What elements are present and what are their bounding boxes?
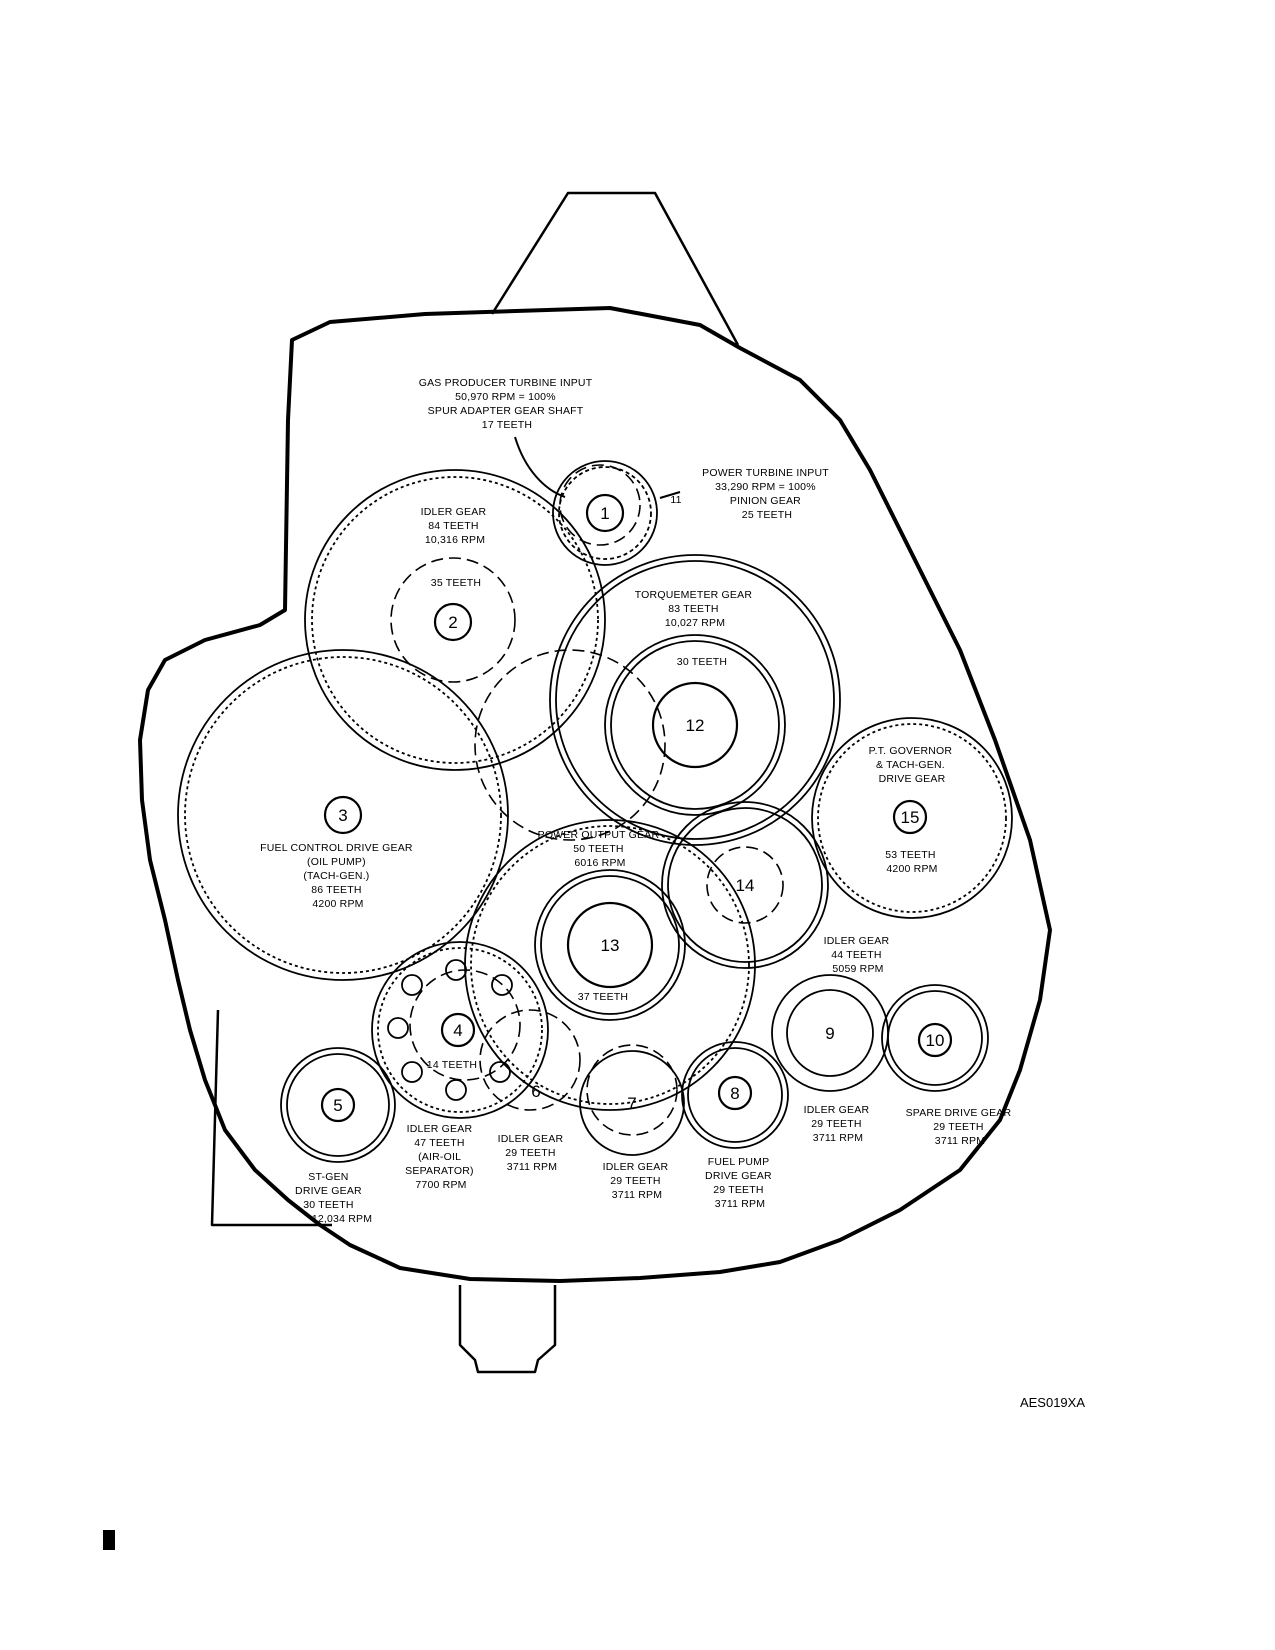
gearbox-case (138, 306, 1052, 1283)
label-power-turbine: POWER TURBINE INPUT 33,290 RPM = 100% PI… (702, 467, 832, 521)
gear-number-6: 6 (531, 1082, 540, 1101)
gear-3-fuel-control-teeth (184, 656, 502, 974)
gear-number-2: 2 (448, 613, 457, 632)
gear-14-dashed-ring (706, 846, 784, 924)
gear-6-dashed (479, 1009, 581, 1111)
gear-4-air-oil-teeth (377, 947, 543, 1113)
label-idler-44: IDLER GEAR 44 TEETH 5059 RPM (824, 935, 893, 975)
gear-2-idler-teeth (311, 476, 599, 764)
gear-4-hub (440, 1012, 476, 1048)
gear-10-spare-inner (887, 990, 983, 1086)
label-torquemeter: TORQUEMETER GEAR 83 TEETH 10,027 RPM (635, 589, 755, 629)
gear-5-hub (320, 1087, 356, 1123)
gear-number-12: 12 (686, 716, 705, 735)
label-fuel-pump: FUEL PUMP DRIVE GEAR 29 TEETH 3711 RPM (705, 1156, 775, 1210)
gear-13-power-output-teeth (470, 825, 750, 1105)
gear-9-idler-inner (786, 989, 874, 1077)
label-pt-governor: P.T. GOVERNOR & TACH-GEN. DRIVE GEAR (869, 745, 956, 785)
gear-3-fuel-control-outer (177, 649, 509, 981)
gear-1-pinion-teeth (558, 466, 652, 560)
gear-8-hub (717, 1075, 753, 1111)
gear-number-13: 13 (601, 936, 620, 955)
gear-12-dashed-ring (474, 649, 666, 841)
housing-outline (138, 191, 1052, 1374)
gear-7-idler-outer (579, 1050, 685, 1156)
gear-12-small-inner (610, 640, 780, 810)
gear-number-15: 15 (901, 808, 920, 827)
gear-13-small-inner (540, 875, 680, 1015)
gear-12-small-outer (604, 634, 786, 816)
gear-number-4: 4 (453, 1021, 462, 1040)
label-idler-47: IDLER GEAR 47 TEETH (AIR-OIL SEPARATOR) … (405, 1123, 477, 1191)
page-marker (103, 1530, 115, 1550)
figure-id: AES019XA (1019, 1395, 1085, 1410)
gear-15-hub (892, 799, 928, 835)
label-idler-6: IDLER GEAR 29 TEETH 3711 RPM (498, 1133, 567, 1173)
output-shaft-pad (458, 1285, 557, 1374)
gear-10-spare-outer (881, 984, 989, 1092)
top-mount-triangle (490, 191, 740, 346)
gear-7-dashed (586, 1044, 678, 1136)
gear-4-dashed-ring (409, 969, 521, 1081)
left-lower-flange (210, 1009, 332, 1227)
gear-4-holes (387, 959, 513, 1101)
gear-1-hub (585, 493, 625, 533)
gear-12-hub (651, 681, 739, 769)
gear-14-idler-inner (667, 807, 823, 963)
label-35-teeth: 35 TEETH (431, 577, 481, 589)
label-spare-drive: SPARE DRIVE GEAR 29 TEETH 3711 RPM (906, 1107, 1015, 1147)
gear-13-small-outer (534, 869, 686, 1021)
gear-number-10: 10 (926, 1031, 945, 1050)
gear-8-fuel-pump-inner (687, 1047, 783, 1143)
gear-5-st-gen-inner (286, 1053, 390, 1157)
label-st-gen: ST-GEN DRIVE GEAR 30 TEETH 12,034 RPM (295, 1171, 372, 1225)
gear-13-hub (566, 901, 654, 989)
gear-number-14: 14 (736, 876, 755, 895)
gear-14-idler-outer (661, 801, 829, 969)
label-idler-9: IDLER GEAR 29 TEETH 3711 RPM (804, 1104, 873, 1144)
label-gas-producer: GAS PRODUCER TURBINE INPUT 50,970 RPM = … (419, 377, 596, 431)
gears (177, 460, 1013, 1163)
label-14-teeth: 14 TEETH (427, 1059, 477, 1071)
label-pt-governor-teeth: 53 TEETH 4200 RPM (885, 849, 939, 875)
label-30-teeth: 30 TEETH (677, 656, 727, 668)
gear-10-hub (917, 1022, 953, 1058)
gear-2-idler-outer (304, 469, 606, 771)
gear-number-5: 5 (333, 1096, 342, 1115)
label-power-output: POWER OUTPUT GEAR 50 TEETH 6016 RPM (538, 829, 663, 869)
label-idler-7: IDLER GEAR 29 TEETH 3711 RPM (603, 1161, 672, 1201)
gear-number-8: 8 (730, 1084, 739, 1103)
gear-number-7: 7 (627, 1094, 636, 1113)
label-idler-84: IDLER GEAR 84 TEETH 10,316 RPM (421, 506, 490, 546)
gear-3-hub (323, 795, 363, 835)
label-fuel-control: FUEL CONTROL DRIVE GEAR (OIL PUMP) (TACH… (260, 842, 416, 910)
gear-5-st-gen-outer (280, 1047, 396, 1163)
gear-1-spur-dashed (559, 464, 641, 546)
gear-12-torquemeter-outer (549, 554, 841, 846)
gear-labels: GAS PRODUCER TURBINE INPUT 50,970 RPM = … (260, 377, 1015, 1225)
gear-15-governor-outer (811, 717, 1013, 919)
gear-2-hub (433, 602, 473, 642)
gear-numbers: 1 2 3 4 5 6 7 8 9 10 12 13 14 15 (333, 504, 944, 1115)
gear-4-air-oil-outer (371, 941, 549, 1119)
label-callout-11: 11 (670, 494, 681, 506)
gear-12-torquemeter-inner (555, 560, 835, 840)
leader-lines (514, 436, 681, 499)
gear-number-9: 9 (825, 1024, 834, 1043)
gear-number-1: 1 (600, 504, 609, 523)
gear-15-governor-teeth (817, 723, 1007, 913)
gear-2-small-dashed (390, 557, 516, 683)
gear-1-pinion-outer (552, 460, 658, 566)
gear-8-fuel-pump-outer (681, 1041, 789, 1149)
gear-number-3: 3 (338, 806, 347, 825)
label-37-teeth: 37 TEETH (578, 991, 628, 1003)
